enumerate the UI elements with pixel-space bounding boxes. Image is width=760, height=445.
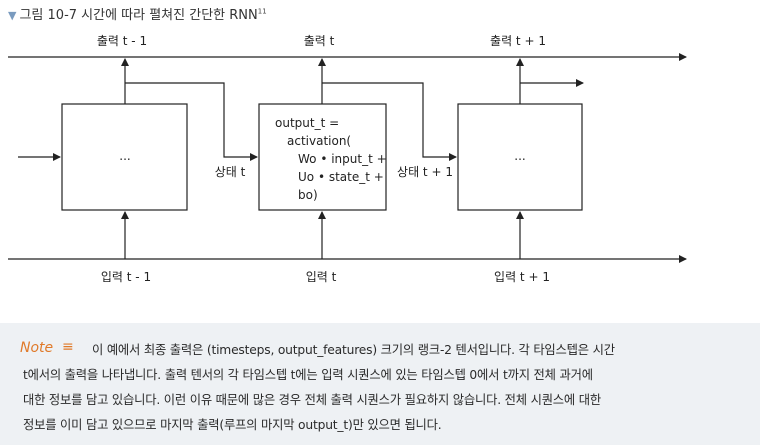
rnn-cell-left	[61, 103, 188, 211]
rnn-unrolled-diagram: 출력 t - 1 출력 t 출력 t + 1 입력 t - 1 입력 t 입력 …	[8, 34, 687, 284]
center-cell-line-3: Wo • input_t +	[298, 152, 387, 166]
note-line-2: t에서의 출력을 나타냅니다. 출력 텐서의 각 타임스텝 t에는 입력 시퀀스…	[23, 368, 593, 382]
output-label-left: 출력 t - 1	[97, 34, 147, 48]
input-label-center: 입력 t	[306, 270, 337, 284]
center-cell-line-4: Uo • state_t +	[298, 170, 384, 184]
rnn-cell-right	[457, 103, 583, 211]
center-cell-line-2: activation(	[287, 134, 351, 148]
input-label-left: 입력 t - 1	[101, 270, 151, 284]
caption-text: 그림 10-7 시간에 따라 펼쳐진 간단한 RNN	[19, 8, 258, 23]
state-label-t: 상태 t	[215, 165, 246, 179]
state-label-t1: 상태 t + 1	[397, 165, 453, 179]
right-cell-ellipsis: ...	[514, 149, 525, 163]
center-cell-line-1: output_t =	[275, 116, 339, 130]
note-line-4: 정보를 이미 담고 있으므로 마지막 출력(루프의 마지막 output_t)만…	[23, 418, 442, 432]
note-box	[0, 323, 760, 445]
center-cell-line-5: bo)	[298, 188, 318, 202]
note-line-1: 이 예에서 최종 출력은 (timesteps, output_features…	[92, 343, 615, 357]
input-label-right: 입력 t + 1	[494, 270, 550, 284]
left-cell-ellipsis: ...	[119, 149, 130, 163]
state-arrow-t	[125, 82, 258, 161]
output-label-center: 출력 t	[304, 34, 335, 48]
note-label: Note	[20, 340, 54, 356]
lines-icon: ≡	[62, 339, 74, 355]
chevron-down-icon: ▼	[8, 9, 17, 22]
note-line-3: 대한 정보를 담고 있습니다. 이런 이유 때문에 많은 경우 전체 출력 시퀀…	[23, 393, 601, 407]
caption-footnote: 11	[257, 7, 267, 16]
figure-caption: ▼그림 10-7 시간에 따라 펼쳐진 간단한 RNN11	[8, 4, 267, 23]
state-arrow-t1	[322, 82, 457, 161]
output-label-right: 출력 t + 1	[490, 34, 546, 48]
